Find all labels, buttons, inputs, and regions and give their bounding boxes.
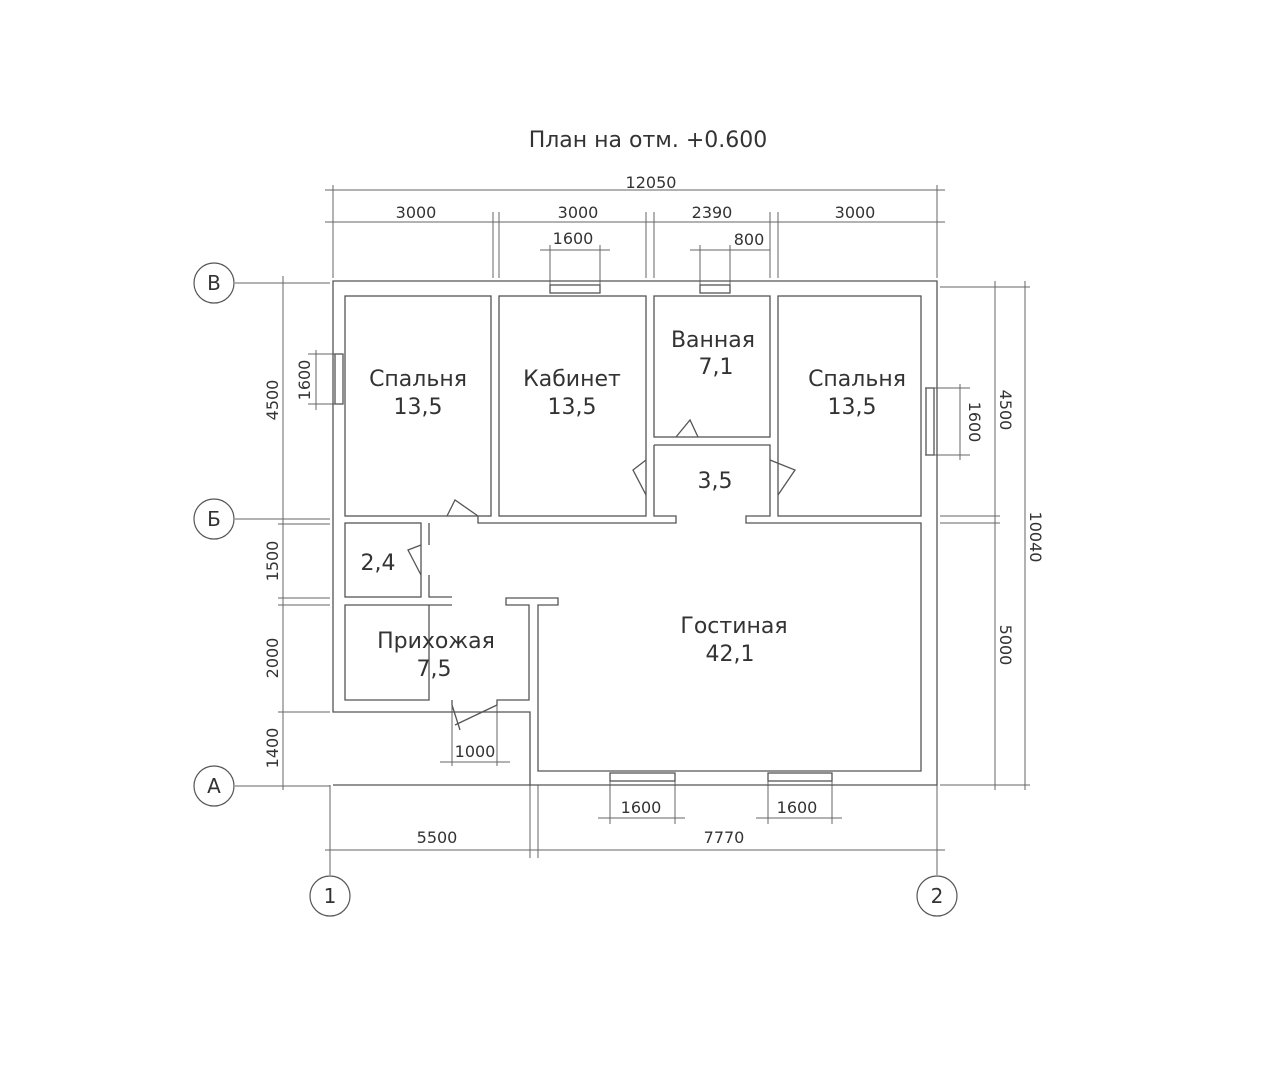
svg-text:13,5: 13,5 [394, 395, 443, 420]
svg-text:2: 2 [931, 884, 944, 908]
dim-left-4: 1400 [263, 728, 282, 769]
axis-grid [235, 282, 938, 875]
room-office: Кабинет 13,5 [523, 367, 621, 420]
svg-text:Ванная: Ванная [671, 328, 755, 353]
svg-text:В: В [207, 271, 221, 295]
svg-text:7,1: 7,1 [699, 355, 734, 380]
dim-left-1: 4500 [263, 380, 282, 421]
dim-right-total: 10040 [1026, 512, 1045, 563]
dim-top-2: 3000 [558, 203, 599, 222]
dim-bottom-1: 5500 [417, 828, 458, 847]
svg-text:42,1: 42,1 [706, 642, 755, 667]
dimensions-top: 12050 3000 3000 2390 3000 1600 800 [325, 173, 945, 290]
axis-marker-2: 2 [916, 875, 958, 917]
dim-top-3: 2390 [692, 203, 733, 222]
dim-top-4: 3000 [835, 203, 876, 222]
dim-window-right: 1600 [965, 402, 984, 443]
windows [334, 284, 935, 782]
svg-text:Б: Б [207, 507, 221, 531]
svg-text:1: 1 [324, 884, 337, 908]
dim-top-1: 3000 [396, 203, 437, 222]
room-bedroom-1: Спальня 13,5 [369, 367, 467, 420]
dim-right-2: 5000 [996, 625, 1015, 666]
dimensions-right: 4500 5000 10040 1600 [925, 281, 1045, 790]
svg-text:7,5: 7,5 [417, 657, 452, 682]
dim-bottom-2: 7770 [704, 828, 745, 847]
svg-text:А: А [207, 774, 221, 798]
axis-marker-a: А [193, 765, 235, 807]
dim-total-width: 12050 [626, 173, 677, 192]
room-living-room: Гостиная 42,1 [680, 614, 787, 667]
dim-window-top-1: 1600 [553, 229, 594, 248]
room-closet: 2,4 [361, 551, 396, 576]
svg-text:2,4: 2,4 [361, 551, 396, 576]
dim-window-left: 1600 [295, 360, 314, 401]
svg-text:13,5: 13,5 [828, 395, 877, 420]
room-hall: 3,5 [698, 469, 733, 494]
axis-marker-v: В [193, 262, 235, 304]
dim-left-3: 2000 [263, 638, 282, 679]
svg-text:3,5: 3,5 [698, 469, 733, 494]
plan-title: План на отм. +0.600 [529, 128, 768, 153]
svg-text:Гостиная: Гостиная [680, 614, 787, 639]
dim-window-bottom-2: 1600 [777, 798, 818, 817]
svg-text:Кабинет: Кабинет [523, 367, 621, 392]
svg-text:Спальня: Спальня [808, 367, 906, 392]
dim-left-2: 1500 [263, 541, 282, 582]
room-bedroom-2: Спальня 13,5 [808, 367, 906, 420]
walls [332, 280, 938, 786]
dimensions-bottom: 5500 7770 1600 1600 1000 [325, 705, 945, 858]
room-entrance-hall: Прихожая 7,5 [377, 629, 495, 682]
svg-text:Прихожая: Прихожая [377, 629, 495, 654]
dimensions-left: 4500 1500 2000 1400 1600 [263, 276, 340, 790]
svg-text:13,5: 13,5 [548, 395, 597, 420]
axis-marker-b: Б [193, 498, 235, 540]
dim-right-1: 4500 [996, 390, 1015, 431]
axis-marker-1: 1 [309, 875, 351, 917]
dim-entrance-door: 1000 [455, 742, 496, 761]
room-bathroom: Ванная 7,1 [671, 328, 755, 380]
dim-window-bottom-1: 1600 [621, 798, 662, 817]
dim-window-top-2: 800 [734, 230, 765, 249]
svg-text:Спальня: Спальня [369, 367, 467, 392]
